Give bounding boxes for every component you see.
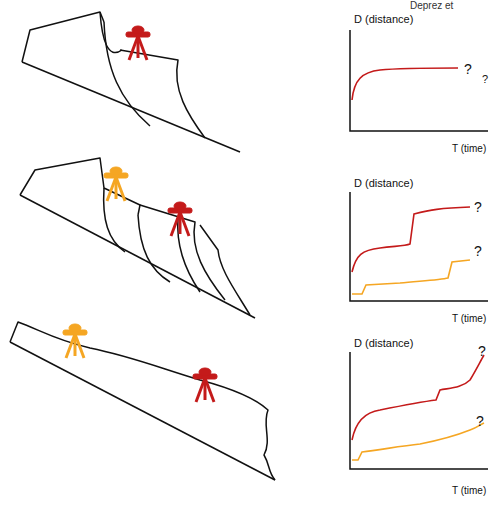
axis-label: T (time) xyxy=(452,144,486,154)
question-mark: ? xyxy=(476,414,484,428)
survey-tripod xyxy=(193,368,217,402)
axis-label: T (time) xyxy=(452,314,486,324)
survey-tripod xyxy=(63,324,87,358)
axis-label: D (distance) xyxy=(354,178,413,189)
survey-tripod xyxy=(104,167,128,201)
question-mark: ? xyxy=(474,200,482,214)
citation: Deprez et xyxy=(410,1,453,11)
question-mark: ? xyxy=(474,244,482,258)
axis-label: D (distance) xyxy=(354,338,413,349)
question-mark: ? xyxy=(464,62,472,76)
survey-tripod xyxy=(126,26,150,60)
axis-label: T (time) xyxy=(452,486,486,496)
displacement-curve xyxy=(352,68,484,460)
question-mark: ? xyxy=(482,74,488,85)
axis-label: D (distance) xyxy=(354,14,413,25)
survey-tripod xyxy=(168,202,192,236)
slope-sketch xyxy=(10,12,275,480)
chart-axes xyxy=(350,30,488,469)
question-mark: ? xyxy=(478,344,486,358)
